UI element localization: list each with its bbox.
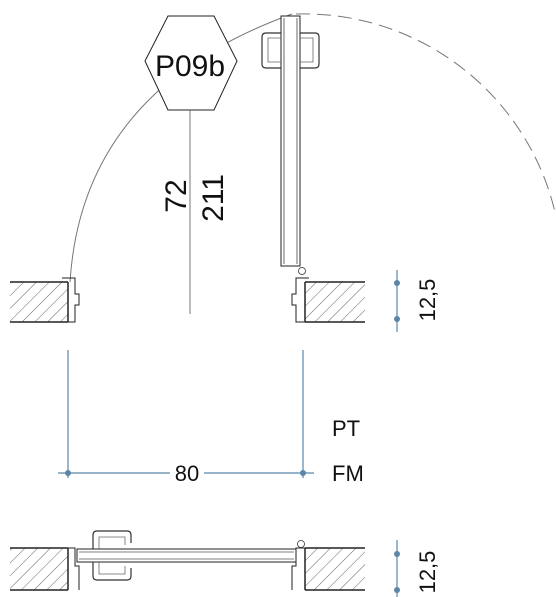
door-swing-arc-dashed [295, 13, 556, 213]
dim-wall-thickness-bottom: 12,5 [394, 540, 440, 597]
hinge-icon-bottom [297, 540, 305, 548]
door-handle-icon [261, 32, 320, 69]
wall-left-top [10, 277, 80, 323]
door-handle-icon-bottom [92, 530, 132, 581]
door-leaf-closed [76, 530, 305, 581]
wall-left-bottom [10, 547, 80, 591]
note-fm: FM [332, 461, 364, 486]
wall-right-bottom [291, 547, 365, 591]
door-tag-label: P09b [155, 50, 225, 83]
door-width-label: 72 [160, 179, 193, 212]
hinge-icon [298, 267, 306, 275]
wall-thickness-bottom-label: 12,5 [415, 551, 440, 594]
dim-opening-width: 80 [58, 350, 314, 486]
opening-width-label: 80 [175, 461, 199, 486]
door-tag: P09b [144, 15, 238, 111]
door-tag-hexagon [144, 15, 238, 111]
door-leaf-open [261, 15, 320, 275]
wall-right-top [291, 277, 365, 323]
door-height-label: 211 [197, 174, 230, 222]
wall-thickness-top-label: 12,5 [415, 279, 440, 322]
note-pt: PT [332, 416, 360, 441]
door-swing-arc [69, 13, 293, 283]
dim-wall-thickness-top: 12,5 [394, 270, 440, 332]
